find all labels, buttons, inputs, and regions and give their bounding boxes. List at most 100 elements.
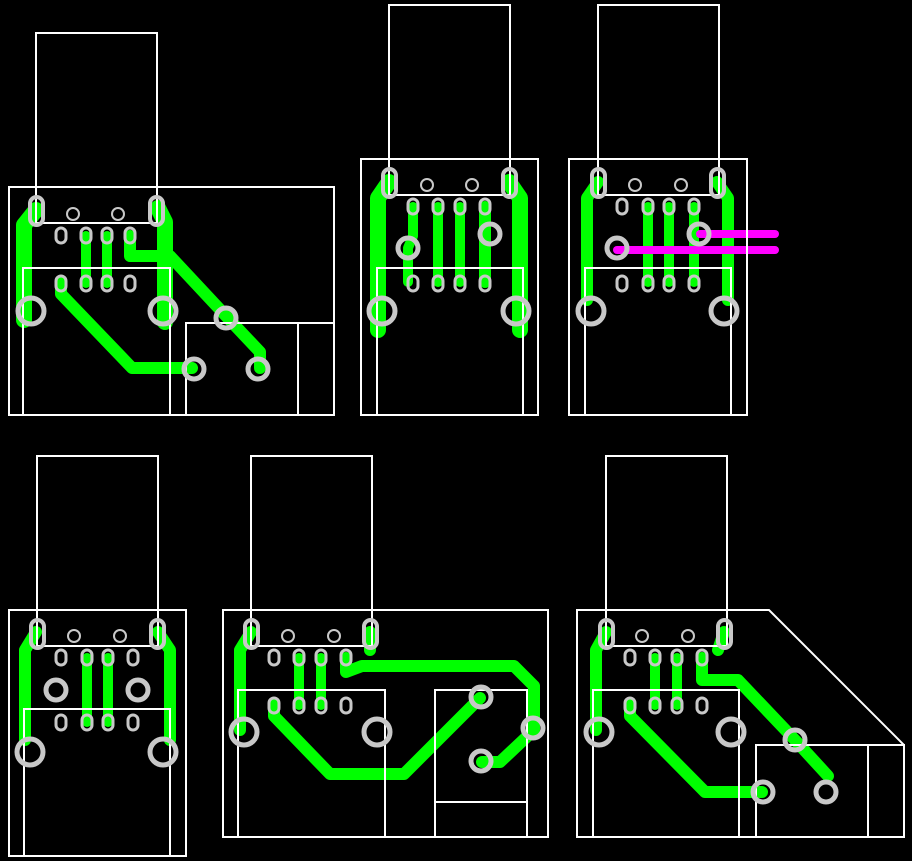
board-1-trace-pin5 bbox=[55, 277, 198, 374]
board-6-trace-pin4 bbox=[696, 652, 834, 782]
board-5-pin-bot-4 bbox=[339, 696, 353, 715]
board-2-pin-bot-2 bbox=[431, 274, 445, 293]
board-3-hole-right bbox=[674, 178, 688, 192]
board-1-pin-top-1 bbox=[54, 226, 68, 245]
board-3-jumpers bbox=[613, 230, 779, 254]
board-5-pads bbox=[228, 618, 546, 774]
board-6-pin-bot-2 bbox=[648, 696, 662, 715]
board-3-trace-right-rail bbox=[711, 176, 734, 306]
board-2-pin-bot-1 bbox=[406, 274, 420, 293]
board-4-slot-right bbox=[149, 618, 166, 650]
board-1-trace-right-rail bbox=[150, 200, 173, 330]
board-2-via-right bbox=[477, 221, 503, 247]
board-4-pads bbox=[14, 618, 179, 768]
board-5-via-3 bbox=[468, 748, 494, 774]
board-5-pin-top-4 bbox=[339, 648, 353, 667]
board-2-slot-right bbox=[501, 167, 518, 199]
board-4-pin-bot-4 bbox=[126, 713, 140, 732]
board-3-outlines bbox=[568, 4, 748, 416]
board-4-connector-outline bbox=[36, 455, 159, 647]
board-2-hole-right bbox=[465, 178, 479, 192]
board-1-pin-top-4 bbox=[123, 226, 137, 245]
board-6[interactable] bbox=[576, 455, 905, 838]
board-6-pin-top-4 bbox=[695, 648, 709, 667]
board-1-via-1 bbox=[213, 305, 239, 331]
board-1-pin-bot-4 bbox=[123, 274, 137, 293]
board-1-pin-top-2 bbox=[79, 226, 93, 245]
board-4-outlines bbox=[8, 455, 187, 857]
board-6-trace-pin5 bbox=[624, 699, 768, 798]
board-6-pin-top-3 bbox=[670, 648, 684, 667]
board-5-pin-bot-1 bbox=[267, 696, 281, 715]
board-6-pin-bot-3 bbox=[670, 696, 684, 715]
board-5-slot-left bbox=[243, 618, 260, 650]
board-2-trace-right-rail bbox=[501, 174, 528, 338]
board-4-pin-bot-2 bbox=[80, 713, 94, 732]
board-6-traces bbox=[590, 626, 834, 798]
board-2-pin-top-3 bbox=[453, 197, 467, 216]
board-4-pin-top-2 bbox=[80, 648, 94, 667]
board-4-pin-bot-1 bbox=[54, 713, 68, 732]
board-5-lower-outline bbox=[237, 689, 386, 838]
board-5-trace-pin4 bbox=[340, 652, 540, 768]
board-4-slot-left bbox=[29, 618, 46, 650]
board-1-via-2 bbox=[181, 356, 207, 382]
board-4-hole-left bbox=[67, 629, 81, 643]
board-1-pin-bot-3 bbox=[100, 274, 114, 293]
board-5[interactable] bbox=[222, 455, 549, 838]
board-3-pin-top-1 bbox=[615, 197, 629, 216]
board-4-pin-top-3 bbox=[101, 648, 115, 667]
board-5-hole-right bbox=[327, 629, 341, 643]
board-3-pin-bot-1 bbox=[615, 274, 629, 293]
board-5-slot-right bbox=[362, 618, 379, 650]
board-4-pin-top-4 bbox=[126, 648, 140, 667]
board-4-hole-right bbox=[113, 629, 127, 643]
board-3-hole-left bbox=[628, 178, 642, 192]
board-3-pin-bot-4 bbox=[687, 274, 701, 293]
board-3-lower-outline bbox=[584, 267, 732, 416]
board-2-trace-pin1 bbox=[403, 202, 418, 253]
board-4[interactable] bbox=[8, 455, 187, 857]
board-1-traces bbox=[16, 200, 266, 374]
board-3-mount-right bbox=[708, 295, 740, 327]
board-1-outlines bbox=[8, 32, 335, 416]
board-5-mount-right bbox=[361, 716, 393, 748]
board-2-via-left bbox=[395, 235, 421, 261]
board-3-pads bbox=[575, 167, 740, 327]
board-6-pin-bot-4 bbox=[695, 696, 709, 715]
board-5-via-1 bbox=[468, 684, 494, 710]
board-4-pin-top-1 bbox=[54, 648, 68, 667]
board-3-via-left bbox=[604, 235, 630, 261]
board-6-mount-left bbox=[583, 716, 615, 748]
board-1-slot-right bbox=[148, 195, 165, 227]
board-2-trace-left-rail bbox=[370, 174, 397, 338]
board-6-via-2 bbox=[750, 779, 776, 805]
board-6-outlines bbox=[576, 455, 905, 838]
board-4-mount-right bbox=[147, 736, 179, 768]
board-6-pin-bot-1 bbox=[623, 696, 637, 715]
board-1-via-3 bbox=[245, 356, 271, 382]
board-5-outlines bbox=[222, 455, 549, 838]
board-2-pin-top-4 bbox=[478, 197, 492, 216]
board-4-pin-bot-3 bbox=[101, 713, 115, 732]
board-6-via-3 bbox=[813, 779, 839, 805]
board-4-lower-outline bbox=[23, 708, 171, 857]
board-3-pin-top-4 bbox=[687, 197, 701, 216]
board-3[interactable] bbox=[568, 4, 779, 416]
board-1-body-outline bbox=[8, 186, 335, 416]
board-5-pin-top-3 bbox=[314, 648, 328, 667]
board-2-connector-outline bbox=[388, 4, 511, 196]
board-1-lower-outline bbox=[22, 267, 171, 416]
board-3-trace-left-rail bbox=[581, 176, 604, 306]
board-5-pin-top-1 bbox=[267, 648, 281, 667]
board-2-mount-left bbox=[366, 295, 398, 327]
board-3-via-right bbox=[686, 221, 712, 247]
board-3-pin-top-3 bbox=[662, 197, 676, 216]
board-2[interactable] bbox=[360, 4, 539, 416]
board-4-via-left bbox=[43, 677, 69, 703]
board-2-mount-right bbox=[500, 295, 532, 327]
board-1[interactable] bbox=[8, 32, 335, 416]
board-1-pin-bot-2 bbox=[79, 274, 93, 293]
board-4-mount-left bbox=[14, 736, 46, 768]
